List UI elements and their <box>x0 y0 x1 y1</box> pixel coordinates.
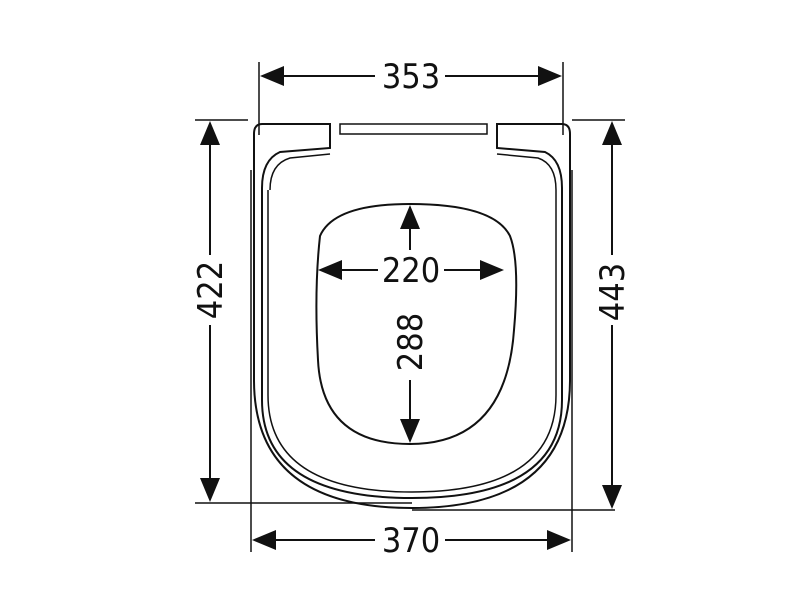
seat-outer-contour <box>253 123 571 510</box>
arrow-right-icon <box>480 260 504 280</box>
dimension-left-height: 422 <box>191 121 231 502</box>
arrow-left-icon <box>318 260 342 280</box>
seat-opening <box>315 202 518 446</box>
arrow-up-icon <box>400 205 420 229</box>
seat-outline <box>253 123 571 510</box>
arrow-left-icon <box>260 66 284 86</box>
dimension-label-opening-width: 220 <box>382 251 440 291</box>
arrow-down-icon <box>400 419 420 443</box>
dimension-label-top-width: 353 <box>382 57 440 97</box>
dimension-top-width: 353 <box>260 57 562 97</box>
hinge-bar <box>339 123 488 135</box>
dimension-right-height: 443 <box>593 121 633 509</box>
arrow-down-icon <box>602 485 622 509</box>
dimension-label-right-height: 443 <box>593 263 633 321</box>
arrow-down-icon <box>200 478 220 502</box>
arrow-left-icon <box>252 530 276 550</box>
seat-inner-contour <box>267 153 557 493</box>
arrow-up-icon <box>200 121 220 145</box>
extension-lines <box>195 62 625 552</box>
dimension-opening-height: 288 <box>391 205 431 443</box>
dimension-label-bottom-width: 370 <box>382 521 440 561</box>
arrow-up-icon <box>602 121 622 145</box>
arrow-right-icon <box>538 66 562 86</box>
dimension-label-opening-height: 288 <box>391 313 431 371</box>
dimension-opening-width: 220 <box>318 251 504 291</box>
dimension-label-left-height: 422 <box>191 261 231 319</box>
dimension-bottom-width: 370 <box>252 521 571 561</box>
arrow-right-icon <box>547 530 571 550</box>
